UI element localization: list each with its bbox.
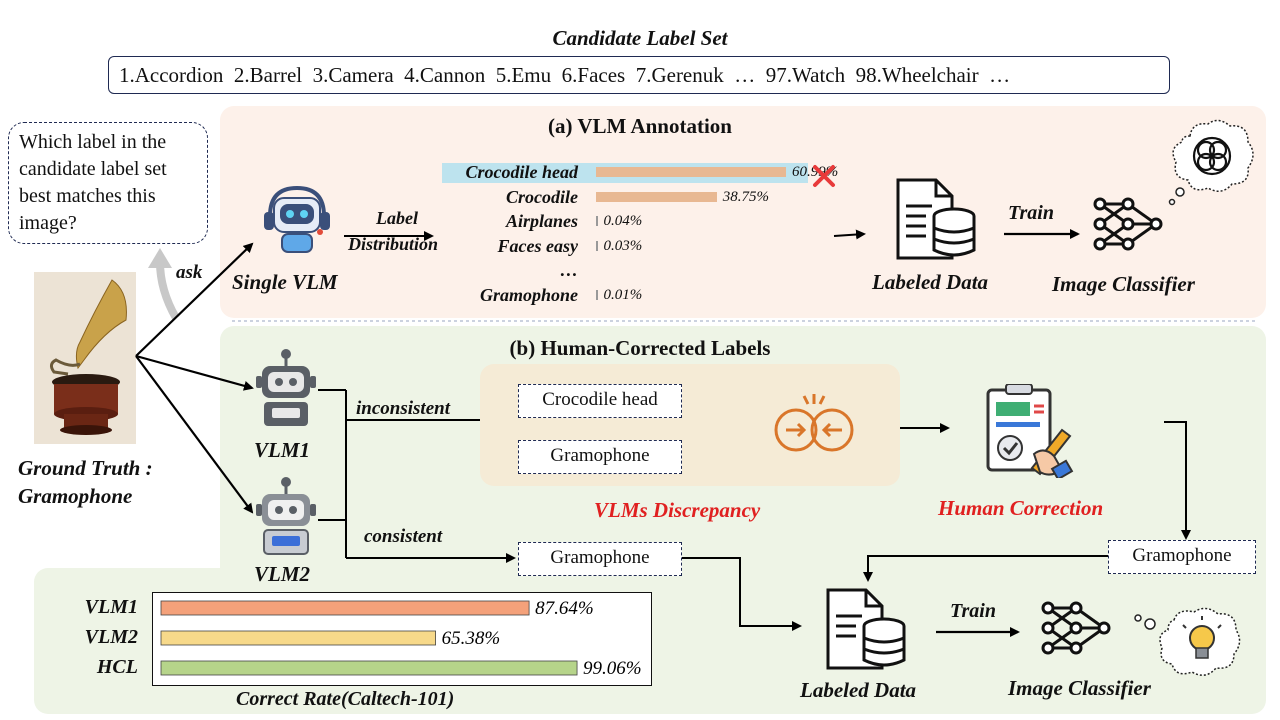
neural-network-icon (1092, 192, 1164, 261)
ask-label: ask (176, 262, 203, 283)
ask-arrow (156, 261, 180, 320)
neural-network-icon-b (1040, 596, 1112, 665)
train-label-a: Train (1008, 202, 1054, 224)
inconsistent-label: inconsistent (356, 398, 450, 419)
consistent-label: consistent (364, 526, 443, 547)
bar-value-label: 65.38% (442, 628, 501, 649)
distribution-bar (596, 216, 598, 226)
labeled-data-label-a: Labeled Data (872, 270, 989, 294)
arrow-label-2: Distribution (348, 234, 439, 254)
robot-icon (262, 184, 332, 259)
discrepancy-label: VLMs Discrepancy (594, 498, 761, 522)
distribution-percent: 0.04% (603, 213, 643, 229)
labeled-data-icon (896, 178, 978, 267)
bar-vlm1 (160, 600, 530, 616)
ask-arrow-head (148, 248, 172, 268)
distribution-bar (596, 289, 598, 300)
panel-b-title: (b) Human-Corrected Labels (509, 336, 771, 360)
label-box-gramophone-2: Gramophone (518, 542, 682, 576)
distribution-label: Crocodile head (465, 162, 579, 182)
distribution-label: Crocodile (506, 186, 578, 207)
classifier-label-a: Image Classifier (1052, 272, 1195, 296)
train-label-b: Train (950, 600, 996, 622)
distribution-percent: 0.01% (603, 286, 643, 303)
ground-truth-value: Gramophone (18, 484, 133, 508)
distribution-bar (596, 191, 717, 202)
ground-truth-label: Ground Truth : Gramophone (18, 454, 153, 510)
bar-vlm2 (160, 630, 436, 646)
bar-chart: 87.64% 65.38% 99.06% (152, 592, 652, 686)
bar-category-label: HCL (96, 656, 138, 678)
distribution-bar (596, 167, 787, 177)
wrong-mark-icon (812, 164, 836, 193)
labeled-data-icon-b (826, 588, 908, 677)
bar-hcl (160, 660, 578, 676)
distribution-label: … (560, 260, 578, 280)
distribution-label: Gramophone (479, 284, 578, 305)
panel-a (220, 106, 1266, 318)
distribution-percent: 38.75% (722, 188, 769, 205)
distribution-label: Airplanes (505, 211, 578, 231)
gramophone-image (34, 272, 136, 444)
bar-category-label: VLM1 (84, 596, 138, 618)
panel-a-title: (a) VLM Annotation (548, 114, 732, 138)
human-correction-icon (984, 383, 1074, 483)
bar-category-label: VLM2 (84, 626, 138, 648)
label-box-gramophone-1: Gramophone (518, 440, 682, 474)
ground-truth-heading: Ground Truth : (18, 456, 153, 480)
candidate-title: Candidate Label Set (552, 26, 728, 50)
arrow-label-1: Label (376, 208, 418, 228)
vlm1-label: VLM1 (254, 438, 311, 462)
question-bubble: Which label in the candidate label set b… (8, 122, 208, 244)
classifier-label-b: Image Classifier (1008, 676, 1151, 700)
brain-thought-icon (1160, 118, 1260, 213)
bar-value-label: 87.64% (535, 598, 594, 619)
distribution-percent: 0.03% (603, 237, 643, 254)
labeled-data-label-b: Labeled Data (800, 678, 917, 702)
candidate-label-box: 1.Accordion 2.Barrel 3.Camera 4.Cannon 5… (108, 56, 1170, 94)
chart-xlabel: Correct Rate(Caltech-101) (236, 688, 455, 710)
distribution-label: Faces easy (497, 235, 578, 256)
vlm1-robot-icon (254, 346, 318, 433)
human-correction-label: Human Correction (938, 496, 1104, 520)
question-text: Which label in the candidate label set b… (19, 131, 167, 234)
bar-value-label: 99.06% (583, 658, 642, 679)
label-box-gramophone-3: Gramophone (1108, 540, 1256, 574)
vlm2-label: VLM2 (254, 562, 311, 586)
label-box-crocodile-head: Crocodile head (518, 384, 682, 418)
single-vlm-label: Single VLM (232, 270, 338, 294)
lightbulb-thought-icon (1130, 606, 1250, 687)
distribution-bar (596, 240, 598, 251)
candidate-label-list: 1.Accordion 2.Barrel 3.Camera 4.Cannon 5… (119, 63, 1011, 87)
discrepancy-icon (764, 392, 864, 469)
vlm2-robot-icon (254, 474, 318, 561)
